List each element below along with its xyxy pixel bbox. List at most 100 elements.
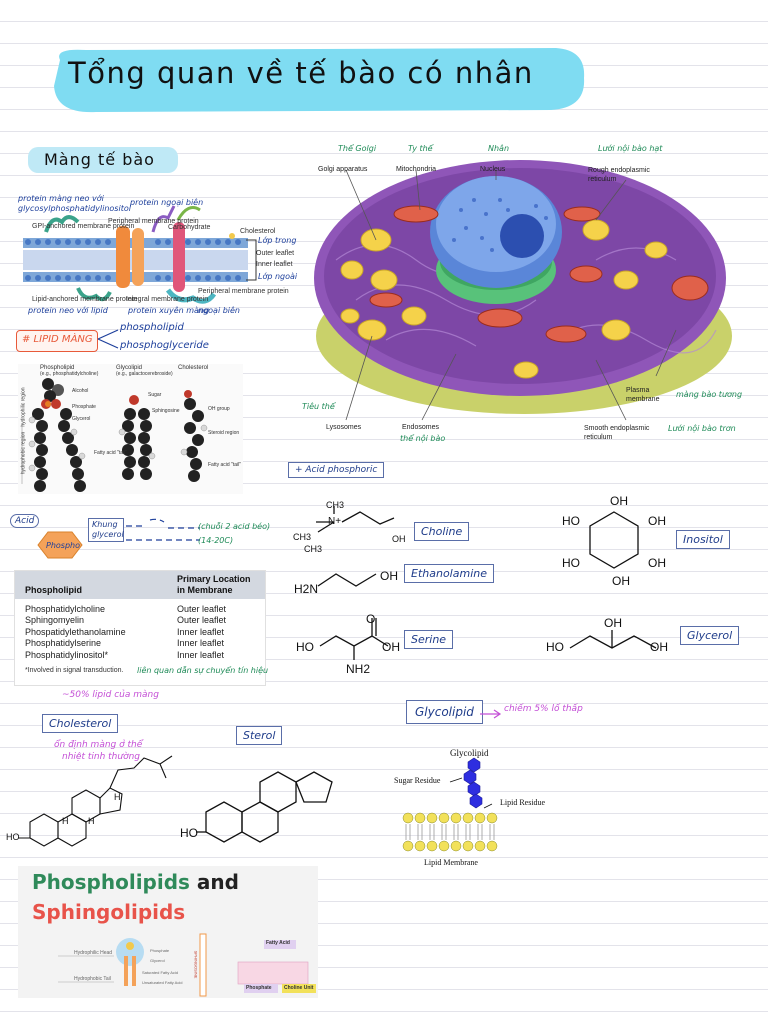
glycolipid-title: Glycolipid: [450, 748, 489, 758]
sugar-residue-label: Sugar Residue: [394, 776, 441, 785]
table-footnote: *Involved in signal transduction.: [25, 667, 124, 674]
serine-ho: HO: [296, 640, 314, 654]
serine-oh: OH: [382, 640, 400, 654]
acid-label: Acid: [10, 514, 40, 528]
banner-line1: Phospholipids and: [32, 870, 239, 894]
membrane-note-inner: Lớp trong: [258, 236, 297, 245]
golgi-label: Golgi apparatus: [318, 166, 368, 173]
banner-choline-unit: Choline Unit: [284, 985, 314, 991]
cholesterol-note-1: ổn định màng ở thể: [54, 740, 143, 750]
choline-oh: OH: [392, 534, 406, 544]
glycerol-ho: HO: [546, 640, 564, 654]
glycerol-label: Glycerol: [680, 626, 740, 645]
banner-phosphate: Phosphate: [150, 948, 170, 953]
serine-nh2: NH2: [346, 662, 371, 676]
inositol-oh-bottom: OH: [612, 574, 630, 588]
rer-label: Rough endoplasmic reticulum: [588, 167, 650, 183]
glycolipid-arrow: [480, 709, 502, 719]
ethanolamine-structure: [317, 573, 377, 587]
banner-phosphate-box: Phosphate: [246, 985, 272, 991]
choline-nplus: N+: [328, 516, 342, 527]
ethanolamine-oh: OH: [380, 569, 398, 583]
phospho-note-1: (chuỗi 2 acid béo): [198, 522, 271, 531]
table-header-bg: [15, 571, 265, 599]
section-title: Màng tế bào: [44, 150, 155, 169]
phospho-dashes: [126, 518, 200, 541]
glycolipid-illustration: [402, 757, 498, 852]
cholesterol-note-2: nhiệt tinh thường: [62, 752, 140, 762]
nucleus-label: Nucleus: [480, 166, 506, 173]
inositol-ho-left2: HO: [562, 556, 580, 570]
ethanolamine-h2n: H2N: [294, 582, 319, 596]
phospho-hexagon: [37, 531, 83, 559]
cholesterol-h3: H: [62, 816, 69, 826]
choline-ch3-bottom: CH3: [304, 544, 323, 554]
banner-sphingosine: SPHINGOSINE: [193, 950, 199, 979]
ls-label-oh: OH group: [208, 406, 230, 412]
membrane-diagram: GPI-anchored membrane protein Peripheral…: [18, 192, 297, 320]
table-footnote-note: liên quan dẫn sự chuyển tín hiệu: [137, 666, 269, 675]
endosome-note: thể nội bào: [400, 434, 446, 443]
outer-leaflet-label: Outer leaflet: [256, 250, 295, 257]
glycerol-oh-top: OH: [604, 616, 622, 630]
serine-o: O: [366, 612, 376, 626]
ls-label-phosphate: Phosphate: [72, 404, 96, 410]
inner-leaflet-label: Inner leaflet: [256, 261, 293, 268]
choline-ch3-left: CH3: [293, 532, 312, 542]
cholesterol-ho: HO: [6, 832, 20, 842]
table-row: Phosphatidylserine Inner leaflet: [25, 638, 226, 650]
mitochondria-label: Mitochondria: [396, 166, 437, 173]
golgi-note: Thể Golgi: [338, 144, 377, 153]
cholesterol-label: Cholesterol: [42, 714, 119, 733]
membrane-note-outer: Lớp ngoài: [258, 272, 298, 281]
cholesterol-h1: H: [114, 792, 121, 802]
glycolipid-diagram: Glycolipid Sugar Residue Lipid Residue L…: [390, 744, 554, 870]
table-cell: Phosphatidylserine: [25, 638, 102, 649]
ls-label-glycerol: Glycerol: [72, 416, 91, 422]
serine-label: Serine: [404, 630, 454, 649]
plasma-note: màng bào tương: [676, 390, 743, 399]
choline-label: Choline: [414, 522, 470, 541]
table-row: Phosphatidylinositol*Inner leaflet: [25, 649, 226, 661]
membrane-note-lipid: protein neo với lipid: [28, 306, 108, 315]
banner-diagram: [58, 933, 316, 997]
phospho-label: Phospho: [46, 541, 80, 550]
inositol-oh-right2: OH: [648, 556, 666, 570]
ls-label-hydrophilic: hydrophilic region: [20, 387, 27, 427]
lipid-item-2: phosphoglyceride: [120, 340, 209, 351]
table-cell: Outer leaflet: [177, 603, 227, 614]
ls-label-sphingosine: Sphingosine: [152, 408, 180, 414]
page-title: Tổng quan về tế bào có nhân: [68, 56, 534, 90]
lipid-tag-text: # LIPID MÀNG: [22, 334, 93, 345]
glycerol-structure: [569, 630, 657, 649]
membrane-note-peripheral2: ngoại biên: [198, 306, 241, 315]
banner-hydrophilic: Hydrophilic Head: [74, 950, 113, 956]
lipid-anchored-label: Lipid-anchored membrane protein: [32, 296, 138, 303]
rer-note: Lưới nội bào hạt: [598, 144, 663, 153]
lipid-structures: Phospholipid (e.g., phosphatidylcholine)…: [18, 364, 243, 494]
ls-label-hydrophobic: hydrophobic region: [20, 431, 27, 475]
choline-ch3-top: CH3: [326, 500, 345, 510]
table-cell: Inner leaflet: [177, 649, 225, 660]
table-cell: Phosphatidylcholine: [25, 603, 106, 614]
banner-glycerol: Glycerol: [150, 958, 165, 963]
lysosome-label: Lysosomes: [326, 424, 362, 431]
lipid-spacefill: [21, 378, 208, 492]
lipid-residue-label: Lipid Residue: [500, 798, 546, 807]
frame-label: Khung glycerol: [88, 518, 124, 542]
ls-label-fattyacid: Fatty acid "tail": [94, 450, 128, 456]
membrane-note-integral: protein xuyên màng: [128, 306, 210, 315]
cholesterol-h2: H: [88, 816, 95, 826]
glycolipid-note: chiếm 5% lố thấp: [504, 704, 583, 714]
membrane-note-gpi1: protein màng neo với: [18, 194, 104, 203]
banner-sphingolipids: Sphingolipids: [32, 900, 186, 924]
banner-and: and: [189, 870, 239, 894]
carbohydrate-label: Carbohydrate: [168, 224, 211, 231]
table-cell: Inner leaflet: [177, 638, 225, 649]
gpi-label: GPI-anchored membrane protein: [32, 223, 135, 230]
banner-fatty-acid: Fatty Acid: [266, 940, 290, 946]
integral-label: Integral membrane protein: [126, 296, 209, 303]
plasma-membrane-label: Plasma membrane: [626, 387, 660, 403]
